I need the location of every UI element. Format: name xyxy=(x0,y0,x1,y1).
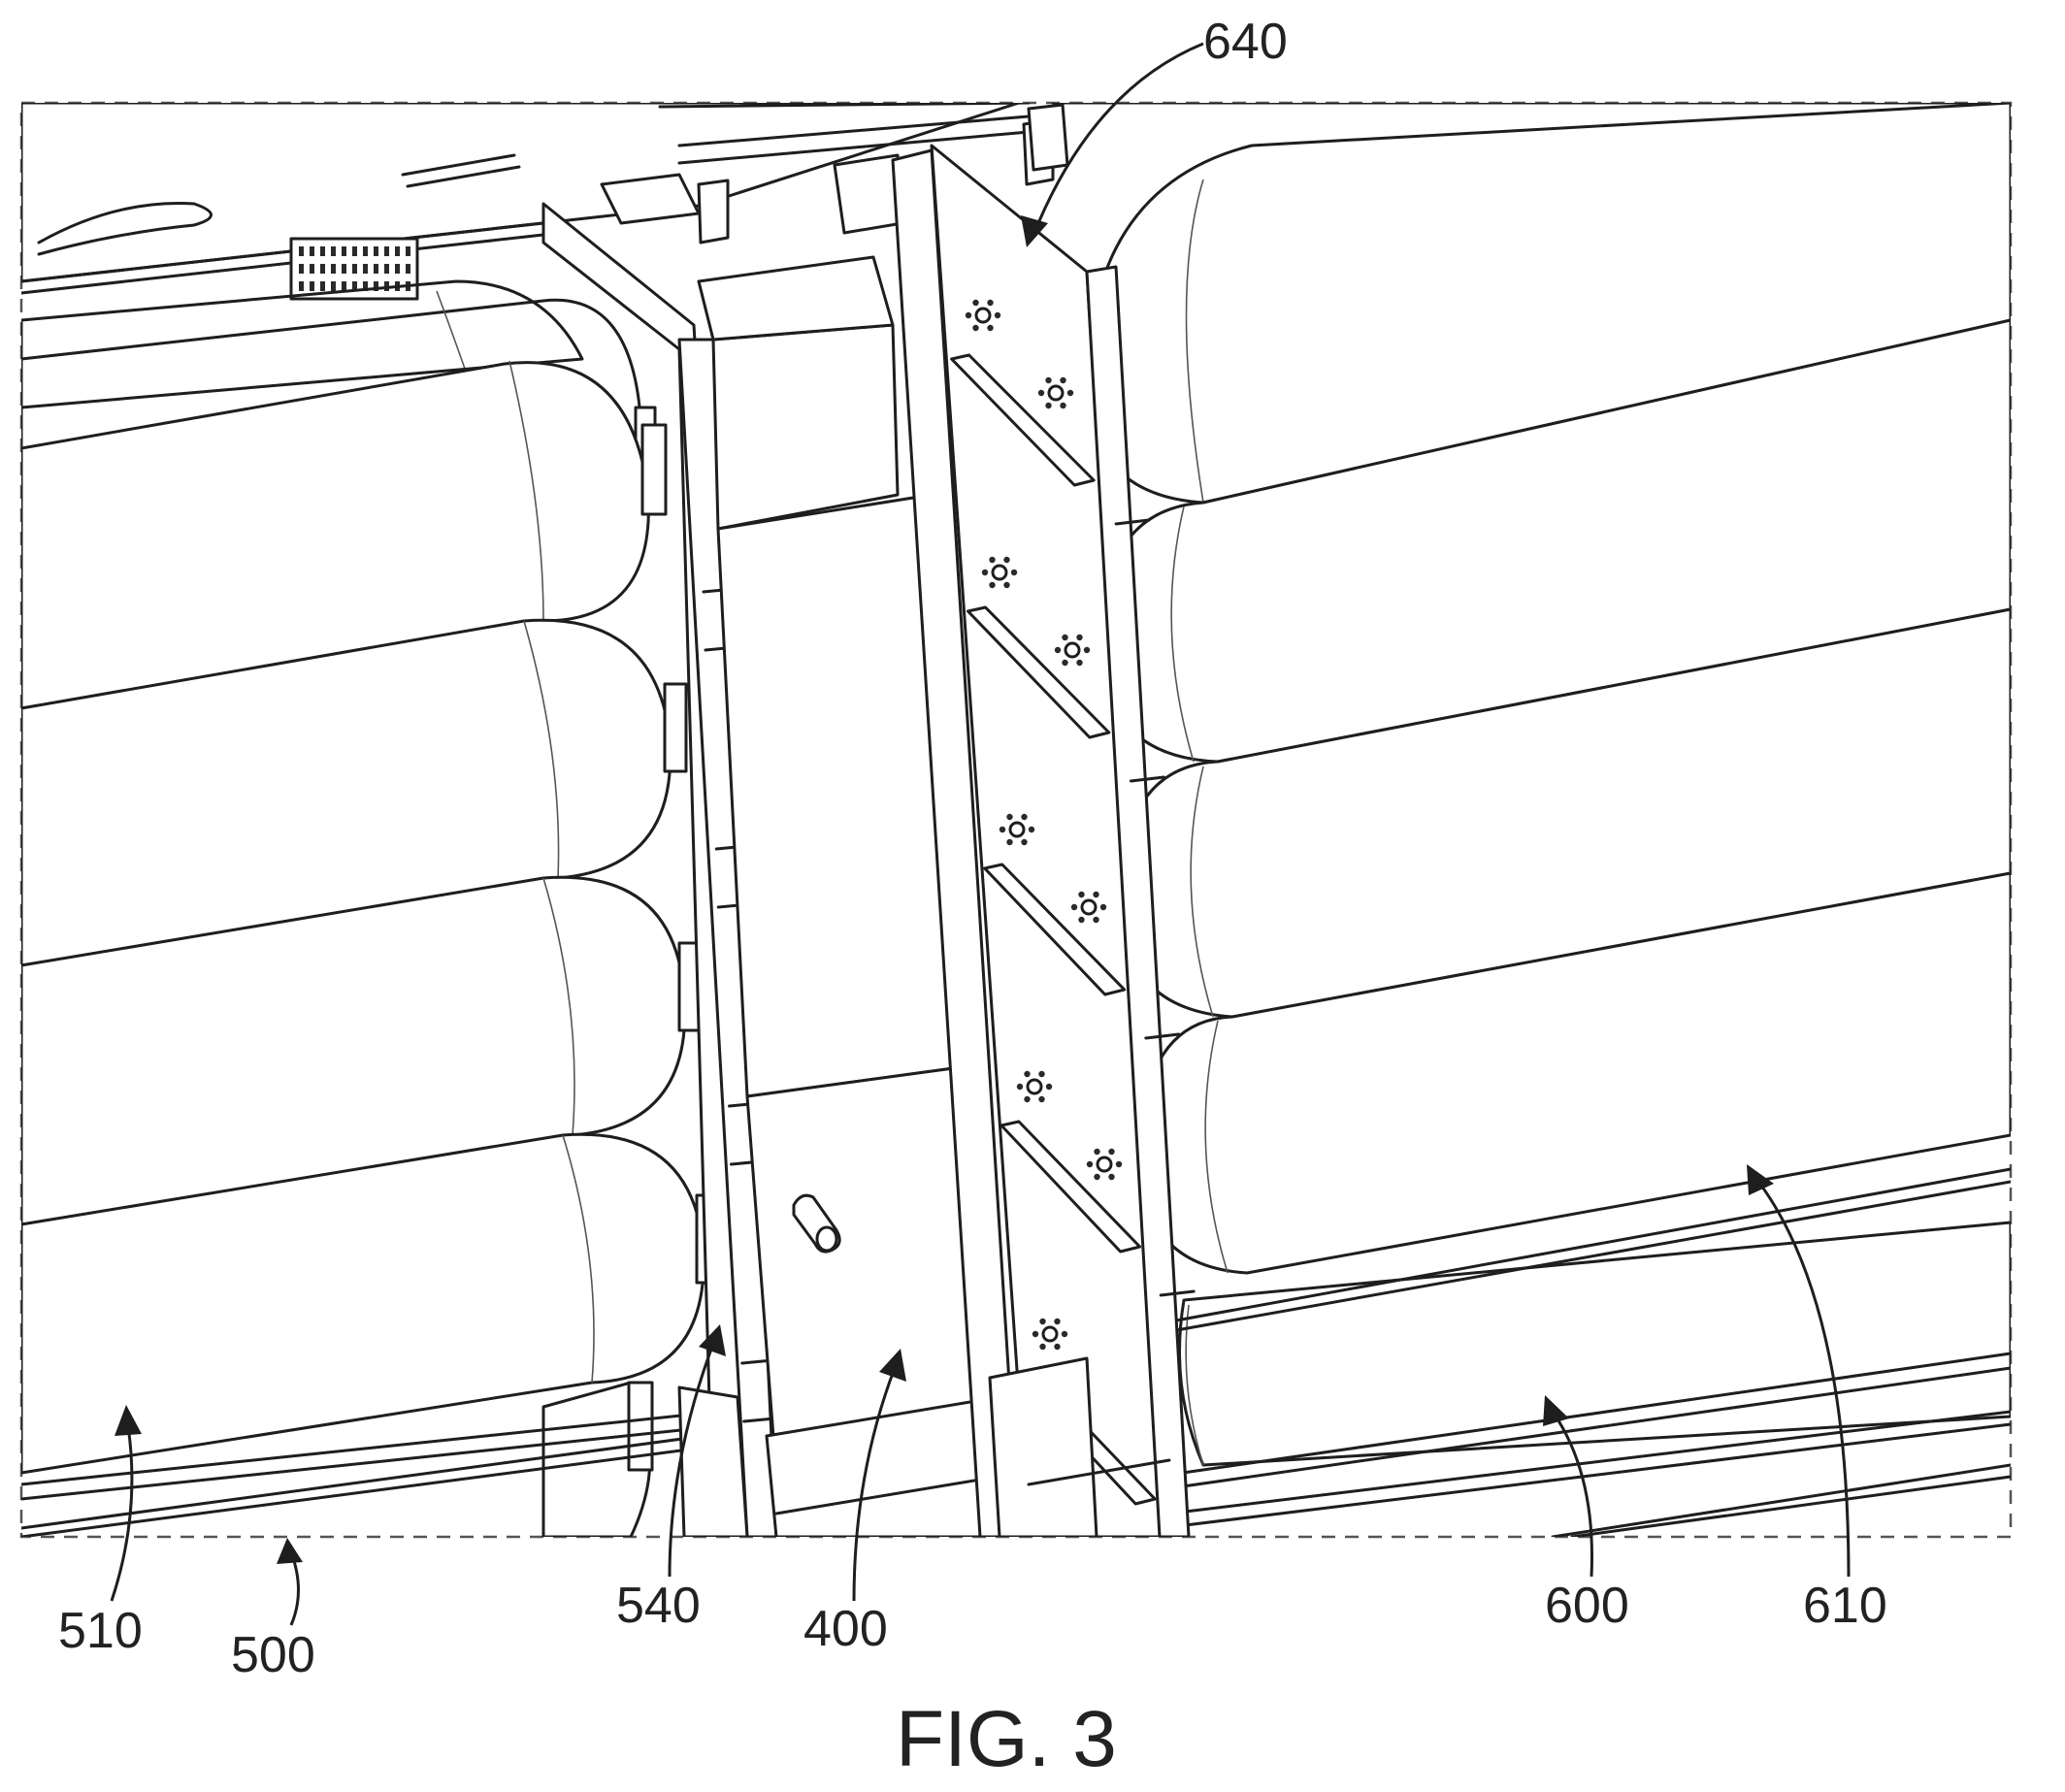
grille-slot xyxy=(352,246,357,256)
left-base-rails xyxy=(21,1410,720,1537)
grille-slot xyxy=(374,281,378,291)
central-well xyxy=(600,153,1011,1537)
grille-slot xyxy=(331,246,336,256)
bolt-pattern xyxy=(1054,634,1091,667)
label-400-text: 400 xyxy=(803,1601,888,1657)
label-600-text: 600 xyxy=(1545,1578,1629,1634)
grille-slot xyxy=(352,264,357,274)
grille-slot xyxy=(406,246,410,256)
label-510: 510 xyxy=(58,1405,143,1659)
label-500: 500 xyxy=(231,1538,315,1683)
label-610-text: 610 xyxy=(1803,1578,1887,1634)
grille-slot xyxy=(352,281,357,291)
upright-joint xyxy=(1114,518,1151,526)
ladder-rung xyxy=(950,353,1096,487)
right-tank-bank xyxy=(1085,103,2011,1467)
grille-slot xyxy=(342,246,346,256)
grille-slot xyxy=(342,264,346,274)
grille-slot xyxy=(320,264,325,274)
left-upright-frame xyxy=(541,202,787,1537)
vent-grille xyxy=(289,237,419,301)
grille-slot xyxy=(331,264,336,274)
grille-slot xyxy=(406,264,410,274)
upright-joint xyxy=(1144,1032,1181,1040)
bolt-pattern xyxy=(1032,1318,1068,1351)
label-540: 540 xyxy=(616,1324,726,1634)
label-640-text: 640 xyxy=(1203,14,1288,70)
label-510-text: 510 xyxy=(58,1603,143,1659)
grille-slot xyxy=(374,246,378,256)
grille-slot xyxy=(320,246,325,256)
upright-joint xyxy=(1159,1289,1196,1297)
figure-caption: FIG. 3 xyxy=(896,1695,1117,1783)
top-deck xyxy=(21,103,2011,301)
label-500-text: 500 xyxy=(231,1627,315,1683)
grille-slot xyxy=(384,246,389,256)
bolt-pattern xyxy=(965,299,1001,332)
grille-slot xyxy=(310,264,314,274)
grille-slot xyxy=(310,246,314,256)
bolt-pattern xyxy=(1037,376,1074,409)
label-640: 640 xyxy=(1021,14,1288,247)
grille-slot xyxy=(299,246,304,256)
ladder-rung xyxy=(967,605,1111,739)
grille-slot xyxy=(384,264,389,274)
bolt-pattern xyxy=(1070,891,1107,924)
label-540-text: 540 xyxy=(616,1578,701,1634)
ladder-rung xyxy=(1000,1120,1142,1254)
label-610: 610 xyxy=(1747,1164,1887,1634)
bolt-pattern xyxy=(1086,1148,1123,1181)
grille-slot xyxy=(363,246,368,256)
grille-slot xyxy=(320,281,325,291)
grille-slot xyxy=(331,281,336,291)
grille-slot xyxy=(342,281,346,291)
upright-joint xyxy=(1129,775,1165,783)
grille-slot xyxy=(299,281,304,291)
right-base-rails xyxy=(1153,1167,2011,1537)
left-tank-bank xyxy=(21,279,720,1537)
grille-slot xyxy=(374,264,378,274)
label-400: 400 xyxy=(803,1349,906,1657)
grille-slot xyxy=(363,264,368,274)
grille-slot xyxy=(299,264,304,274)
bolt-pattern xyxy=(999,813,1035,846)
grille-slot xyxy=(310,281,314,291)
bolt-pattern xyxy=(1016,1070,1053,1103)
grille-slot xyxy=(363,281,368,291)
bolt-pattern xyxy=(981,556,1018,589)
grille-slot xyxy=(395,264,400,274)
grille-slot xyxy=(395,246,400,256)
label-600: 600 xyxy=(1543,1395,1629,1634)
ladder-rung xyxy=(983,863,1127,996)
